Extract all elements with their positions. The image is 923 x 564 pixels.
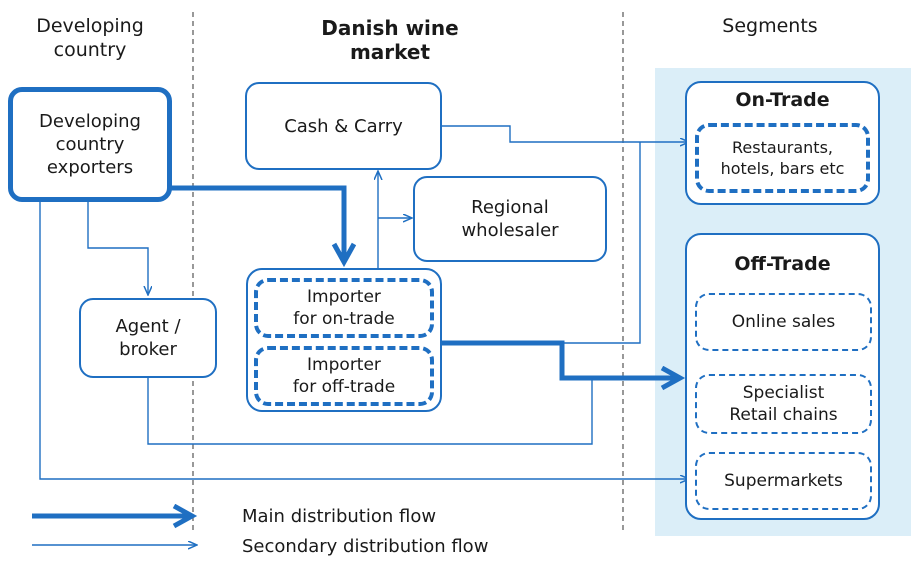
main-flow-exporter-to-importer bbox=[170, 185, 344, 262]
main-flow-importer-to-off-trade bbox=[440, 340, 680, 378]
specialist-retail-chains-box: Specialist Retail chains bbox=[695, 374, 872, 434]
supermarkets-box: Supermarkets bbox=[695, 452, 872, 510]
off-trade-group: Off-Trade Online sales Specialist Retail… bbox=[685, 233, 880, 520]
on-trade-title: On-Trade bbox=[735, 89, 830, 111]
secondary-flow-exporter-to-supermarkets bbox=[39, 202, 688, 479]
importer-group: Importer for on-trade Importer for off-t… bbox=[246, 268, 442, 412]
secondary-flow-exporter-to-agent bbox=[87, 202, 148, 294]
on-trade-group: On-Trade Restaurants, hotels, bars etc bbox=[685, 81, 880, 205]
importer-off-trade-box: Importer for off-trade bbox=[254, 346, 434, 406]
secondary-flow-importer-to-on-trade bbox=[440, 142, 641, 344]
agent-broker-box: Agent / broker bbox=[79, 298, 217, 378]
header-segments: Segments bbox=[722, 15, 818, 37]
header-developing-country: Developing country bbox=[36, 15, 144, 61]
cash-and-carry-box: Cash & Carry bbox=[245, 82, 442, 170]
off-trade-title: Off-Trade bbox=[734, 253, 831, 275]
secondary-flow-cash-carry-to-on-trade bbox=[442, 125, 688, 142]
legend-secondary-label: Secondary distribution flow bbox=[242, 536, 489, 557]
regional-wholesaler-box: Regional wholesaler bbox=[413, 176, 607, 262]
restaurants-hotels-bars-box: Restaurants, hotels, bars etc bbox=[695, 123, 870, 193]
online-sales-box: Online sales bbox=[695, 293, 872, 351]
legend-main-label: Main distribution flow bbox=[242, 506, 437, 527]
header-danish-wine-market: Danish wine market bbox=[321, 16, 459, 64]
importer-on-trade-box: Importer for on-trade bbox=[254, 278, 434, 338]
developing-country-exporters-box: Developing country exporters bbox=[8, 87, 172, 202]
secondary-flow-agent-to-off-trade bbox=[147, 378, 593, 445]
